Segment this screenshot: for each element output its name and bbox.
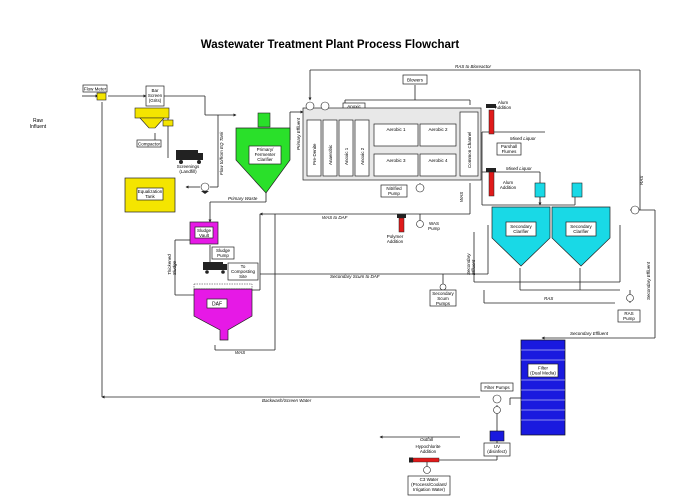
eq-pump-icon (200, 182, 210, 194)
svg-text:Flow Meter: Flow Meter (84, 87, 107, 92)
svg-text:Common Channel: Common Channel (467, 132, 472, 168)
flow-meter: Flow Meter (82, 84, 108, 101)
svg-text:C3 Water(Process/Coolant/Irrig: C3 Water(Process/Coolant/Irrigation Wate… (411, 477, 448, 492)
svg-text:Screenings(Landfill): Screenings(Landfill) (177, 164, 200, 174)
svg-text:Aerobic 1: Aerobic 1 (386, 127, 406, 132)
mixed-liquor-label-2: Mixed Liquor (506, 166, 532, 171)
backwash-label: Backwash/Screen Water (262, 398, 312, 403)
grit-hopper (134, 107, 174, 129)
c3-water: C3 Water(Process/Coolant/Irrigation Wate… (407, 475, 451, 496)
svg-text:Pre-Denite: Pre-Denite (312, 143, 317, 165)
ras-vertical-label: RAS (639, 176, 644, 185)
blowers: Blowers (402, 74, 428, 85)
svg-text:Anaerobic: Anaerobic (328, 144, 333, 165)
svg-text:Blowers: Blowers (407, 78, 424, 83)
page-title: Wastewater Treatment Plant Process Flowc… (201, 39, 460, 51)
eq-flow-label: Flow to/from EQ Tank (219, 131, 224, 175)
svg-text:UV(disinfect): UV(disinfect) (487, 444, 507, 454)
was-bottom-label: WAS (235, 350, 245, 355)
secondary-effluent-label: Secondary Effluent (570, 331, 609, 336)
svg-text:Anoxic 2: Anoxic 2 (360, 147, 365, 165)
composting-truck (203, 262, 227, 274)
svg-text:Filter Pumps: Filter Pumps (484, 385, 510, 390)
thickened-sludge-label: ThickenedSludge (167, 254, 177, 275)
mixed-liquor-label-1: Mixed Liquor (510, 136, 536, 141)
bioreactor: Pre-Denite Anaerobic Anoxic 1 Anoxic 2 A… (302, 101, 482, 181)
screenings-truck: Screenings(Landfill) (176, 150, 203, 174)
uv-disinfect: UV(disinfect) (483, 430, 511, 457)
ras-label: RAS (544, 296, 553, 301)
was-to-daf-label: WAS to DAF (322, 215, 348, 220)
svg-text:Aerobic 4: Aerobic 4 (428, 158, 448, 163)
ras-to-bioreactor-label: RAS to Bioreactor (455, 64, 492, 69)
filter-dual-media: Filter(Dual Media) (520, 339, 566, 436)
svg-text:Filter(Dual Media): Filter(Dual Media) (530, 366, 556, 376)
svg-text:Compactor: Compactor (138, 142, 161, 147)
was-vertical-label: WAS (459, 192, 464, 202)
secondary-scum-daf-label: Secondary Scum to DAF (330, 274, 380, 279)
compactor: Compactor (136, 139, 162, 148)
filter-pumps: Filter Pumps (480, 382, 514, 414)
svg-text:Aerobic 3: Aerobic 3 (386, 158, 406, 163)
outfall-label: Outfall (420, 437, 434, 442)
svg-text:Aerobic 2: Aerobic 2 (428, 127, 448, 132)
svg-text:DAF: DAF (212, 302, 222, 308)
secondary-effluent-right-label: Secondary Effluent (646, 261, 651, 300)
secondary-effluent-vertical: SecondaryEffluent (466, 253, 476, 275)
ras-return-pump-icon (630, 205, 640, 215)
primary-waste-label: Primary Waste (228, 196, 258, 201)
daf-unit: DAF (193, 283, 253, 341)
primary-effluent-label: Primary Effluent (296, 117, 301, 150)
svg-text:Anoxic 1: Anoxic 1 (344, 147, 349, 165)
